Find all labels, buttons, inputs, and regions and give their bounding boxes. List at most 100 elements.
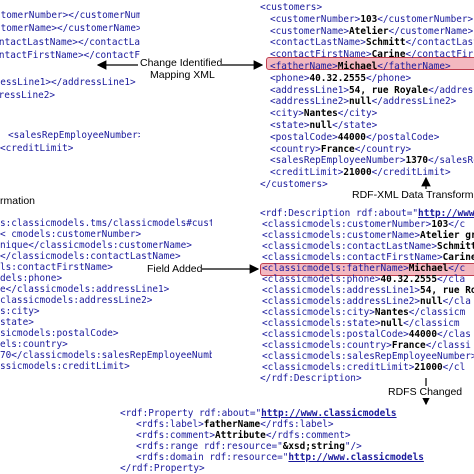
xml-open-tag: <addressLine2>	[270, 96, 350, 108]
code-line: <rdfs:label>fatherName</rdfs:label>	[136, 419, 334, 430]
xml-value: null	[349, 96, 372, 108]
code-line: </rdf:Property>	[120, 463, 205, 474]
rdf-xml-transformation-label: RDF-XML Data Transformation	[352, 189, 474, 201]
code-line: s:classicmodels.tms/classicmodels#custom…	[0, 218, 212, 229]
xml-value: 54, rue Royale	[349, 84, 429, 96]
rdf-fragment: ssicmodels:creditLimit>	[0, 361, 130, 372]
code-line: <classicmodels:postalCode>44000</clas	[262, 329, 471, 340]
code-line: <classicmodels:customerName>Atelier grap…	[262, 230, 474, 241]
xml-close-tag: </salesRepEmployeeNumber>	[428, 155, 474, 167]
rdf-close-tag: </cl	[442, 362, 466, 373]
rdf-fragment: sicmodels:postalCode>	[0, 328, 119, 339]
rdf-open-tag: <classicmodels:state>	[262, 318, 381, 329]
code-line: <classicmodels:phone>40.32.2555</cla	[262, 274, 465, 285]
rdfs-link[interactable]: http://www.classicmodels	[288, 452, 424, 463]
code-line: <customerName></customerName>	[0, 23, 140, 34]
code-line: <classicmodels:addressLine1>54, rue Roya…	[262, 285, 474, 296]
code-line: <creditLimit>21000</creditLimit>	[270, 167, 451, 178]
father-name-highlight-xml	[266, 57, 474, 70]
rdf-value: 40.32.2555	[380, 274, 437, 285]
code-line: <state>null</state>	[270, 120, 377, 131]
xml-close-tag: </fatherName>	[377, 61, 451, 72]
rdfs-open-tag: <rdfs:label>	[136, 419, 204, 430]
rdf-close-tag: </classi	[425, 340, 471, 351]
rdf-open-tag: <classicmodels:contactLastName>	[262, 241, 437, 252]
rdf-fragment: nique</classicmodels:customerName>	[0, 240, 192, 251]
code-line: <classicmodels:fatherName>Michael</c	[262, 263, 465, 274]
code-line: <customerNumber></customerNumber>	[0, 10, 140, 21]
code-line: <phone>40.32.2555</phone>	[270, 73, 411, 84]
rdf-open-tag: <classicmodels:addressLine1>	[262, 285, 421, 296]
code-line: <contactLastName></contactLastName>	[0, 37, 140, 48]
mapping-xml-label: Mapping XML	[150, 69, 215, 81]
code-line: ls:contactFirstName>	[0, 262, 113, 273]
rdfs-link[interactable]: http://www.classicmodels	[261, 408, 397, 419]
right-xml-panel: <customers><customerNumber>103</customer…	[256, 2, 474, 192]
rdf-value: Carine	[442, 252, 474, 263]
code-line: <addressLine1>54, rue Royale</addressLin…	[270, 85, 474, 96]
schema-element: <customerName></customerName>	[0, 23, 140, 35]
code-line: <customerNumber>103</customerNumber>	[270, 14, 473, 25]
rdfs-property-panel: <rdf:Property rdf:about="http://www.clas…	[120, 408, 474, 474]
xml-close-tag: </creditLimit>	[371, 167, 451, 179]
code-line: <classicmodels:customerNumber>103</c	[262, 219, 465, 230]
rdfs-open-tag: </rdf:Property>	[120, 463, 205, 474]
left-transformation-label: rmation	[0, 195, 36, 207]
code-line: <classicmodels:contactFirstName>Carine</	[262, 252, 474, 263]
rdfs-open-tag: <rdfs:domain rdf:resource="	[136, 452, 289, 463]
xml-open-tag: <contactLastName>	[270, 37, 366, 49]
code-line: s:city>	[0, 306, 40, 317]
code-line: sicmodels:postalCode>	[0, 328, 119, 339]
rdf-fragment: 70</classicmodels:salesRepEmployeeNumber…	[0, 350, 212, 361]
rdf-open-tag: <classicmodels:country>	[262, 340, 392, 351]
rdf-close-tag: </clas	[436, 329, 471, 340]
code-line: ssicmodels:creditLimit>	[0, 361, 130, 372]
xml-value: France	[320, 143, 355, 155]
xml-open-tag: <customerNumber>	[270, 13, 361, 25]
code-line: <creditLimit>	[0, 143, 73, 154]
xml-value: null	[309, 120, 333, 131]
rdf-value: France	[391, 340, 426, 351]
rdf-open-tag: <classicmodels:contactFirstName>	[262, 252, 443, 263]
rdf-fragment: classicmodels:addressLine2>	[0, 295, 153, 306]
rdf-about-link[interactable]: http://www.cla	[418, 208, 474, 219]
rdf-open-tag: <classicmodels:city>	[262, 307, 375, 318]
code-line: <contactFirstName>Carine</contactFirstNa…	[270, 49, 474, 60]
xml-close-tag: </contactFirstName>	[405, 49, 474, 61]
rdfs-changed-label: RDFS Changed	[388, 386, 463, 398]
rdfs-open-tag: <rdf:Property rdf:about="	[120, 408, 262, 419]
rdfs-open-tag: <rdfs:comment>	[136, 430, 216, 441]
code-line: <addressLine2>null</addressLine2>	[270, 96, 456, 107]
code-line: <city>Nantes</city>	[270, 108, 377, 119]
schema-element: <creditLimit>	[0, 143, 74, 154]
xml-close-tag: </customerNumber>	[377, 13, 474, 25]
rdf-open-tag: <classicmodels:creditLimit>	[262, 362, 415, 373]
rdf-fragment: dels:phone>	[0, 273, 63, 284]
code-line: state>	[0, 317, 34, 328]
code-line: </rdf:Description>	[260, 373, 362, 384]
rdf-fragment: </classicmodels:contactLastName>	[0, 251, 181, 262]
xml-value: Atelier	[349, 25, 389, 37]
xml-open-tag: <country>	[270, 143, 321, 155]
change-identified-label: Change Identified	[140, 57, 223, 69]
code-line: <classicmodels:city>Nantes</classicm	[262, 307, 465, 318]
left-xml-panel: <customerNumber></customerNumber> <custom…	[0, 10, 140, 170]
rdf-value: 103	[431, 219, 449, 230]
code-line: <addressLine1></addressLine1>	[0, 77, 136, 88]
code-line: <rdf:Property rdf:about="http://www.clas…	[120, 408, 397, 419]
right-rdf-panel: <rdf:Description rdf:about="http://www.c…	[258, 208, 474, 388]
xml-value: Schmitt	[365, 37, 406, 49]
rdf-open-tag: <classicmodels:phone>	[262, 274, 381, 285]
rdf-open-tag: <classicmodels:addressLine2>	[262, 296, 421, 307]
code-line: <salesRepEmployeeNumber>1370</salesRepEm…	[270, 155, 474, 166]
code-line: <rdf:Description rdf:about="http://www.c…	[260, 208, 474, 219]
xml-value: Michael	[337, 61, 378, 72]
rdf-close-tag: </classicm	[408, 307, 466, 318]
code-line: 70</classicmodels:salesRepEmployeeNumber…	[0, 350, 212, 361]
xml-close-tag: </contactLastName>	[405, 37, 474, 49]
code-line: <customers>	[260, 2, 322, 13]
rdf-value: 21000	[414, 362, 443, 373]
rdfs-close-tag: </rdfs:comment>	[265, 430, 351, 441]
rdf-close-tag: </c	[448, 263, 466, 274]
xml-open-tag: <salesRepEmployeeNumber>	[270, 155, 406, 167]
